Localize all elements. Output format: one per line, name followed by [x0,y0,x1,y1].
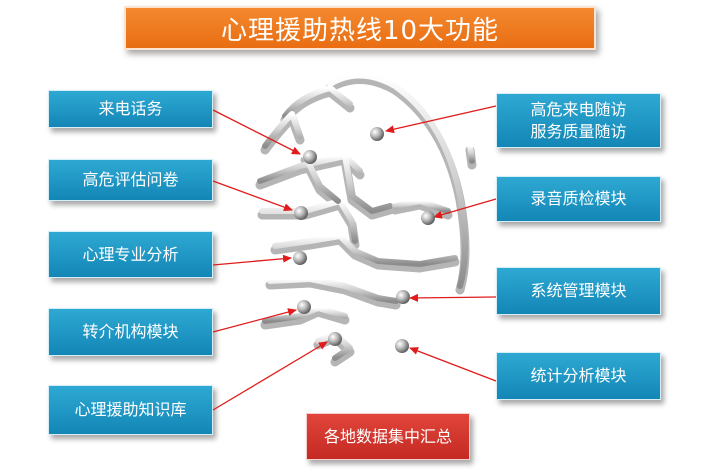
map-walls [255,72,477,367]
module-box-statistics: 统计分析模块 [496,352,661,400]
module-label-line-2: 服务质量随访 [530,121,627,141]
module-box-recording-qc: 录音质检模块 [496,176,661,222]
pin [395,339,409,353]
module-box-referral: 转介机构模块 [48,308,213,356]
module-box-followup: 高危来电随访 服务质量随访 [496,93,661,148]
pin [370,127,384,141]
module-label: 高危评估问卷 [82,170,179,189]
summary-label: 各地数据集中汇总 [323,426,452,446]
pin [421,211,435,225]
module-label: 统计分析模块 [530,366,627,385]
pin [303,150,317,164]
arrow-followup [385,105,497,134]
module-label: 来电话务 [98,99,163,118]
module-label-line-1: 高危来电随访 [530,99,627,119]
pin [293,251,307,265]
module-label: 心理援助知识库 [74,400,187,419]
arrow-statistics [409,347,497,382]
arrow-recording-qc [433,198,497,219]
summary-box: 各地数据集中汇总 [306,413,470,460]
connector-arrows [212,105,497,411]
pin [396,290,410,304]
arrow-referral [212,308,297,333]
page-title: 心理援助热线10大功能 [124,6,596,50]
module-box-risk-questionnaire: 高危评估问卷 [48,159,213,201]
module-box-system-admin: 系统管理模块 [496,267,661,315]
arrow-risk-questionnaire [212,180,293,211]
module-box-knowledge-base: 心理援助知识库 [48,385,213,435]
map-pins [293,127,435,353]
arrow-knowledge-base [212,341,328,411]
arrow-call-handling [212,109,301,155]
arrow-system-admin [409,293,497,302]
pin [328,332,342,346]
module-box-call-handling: 来电话务 [48,90,213,128]
arrow-psych-analysis [212,254,292,266]
module-label: 转介机构模块 [82,322,179,341]
pin [294,206,308,220]
pin [297,300,311,314]
module-label: 系统管理模块 [530,281,627,300]
module-label: 心理专业分析 [82,244,179,264]
module-label: 录音质检模块 [530,189,627,208]
module-box-psych-analysis: 心理专业分析 [48,231,213,278]
